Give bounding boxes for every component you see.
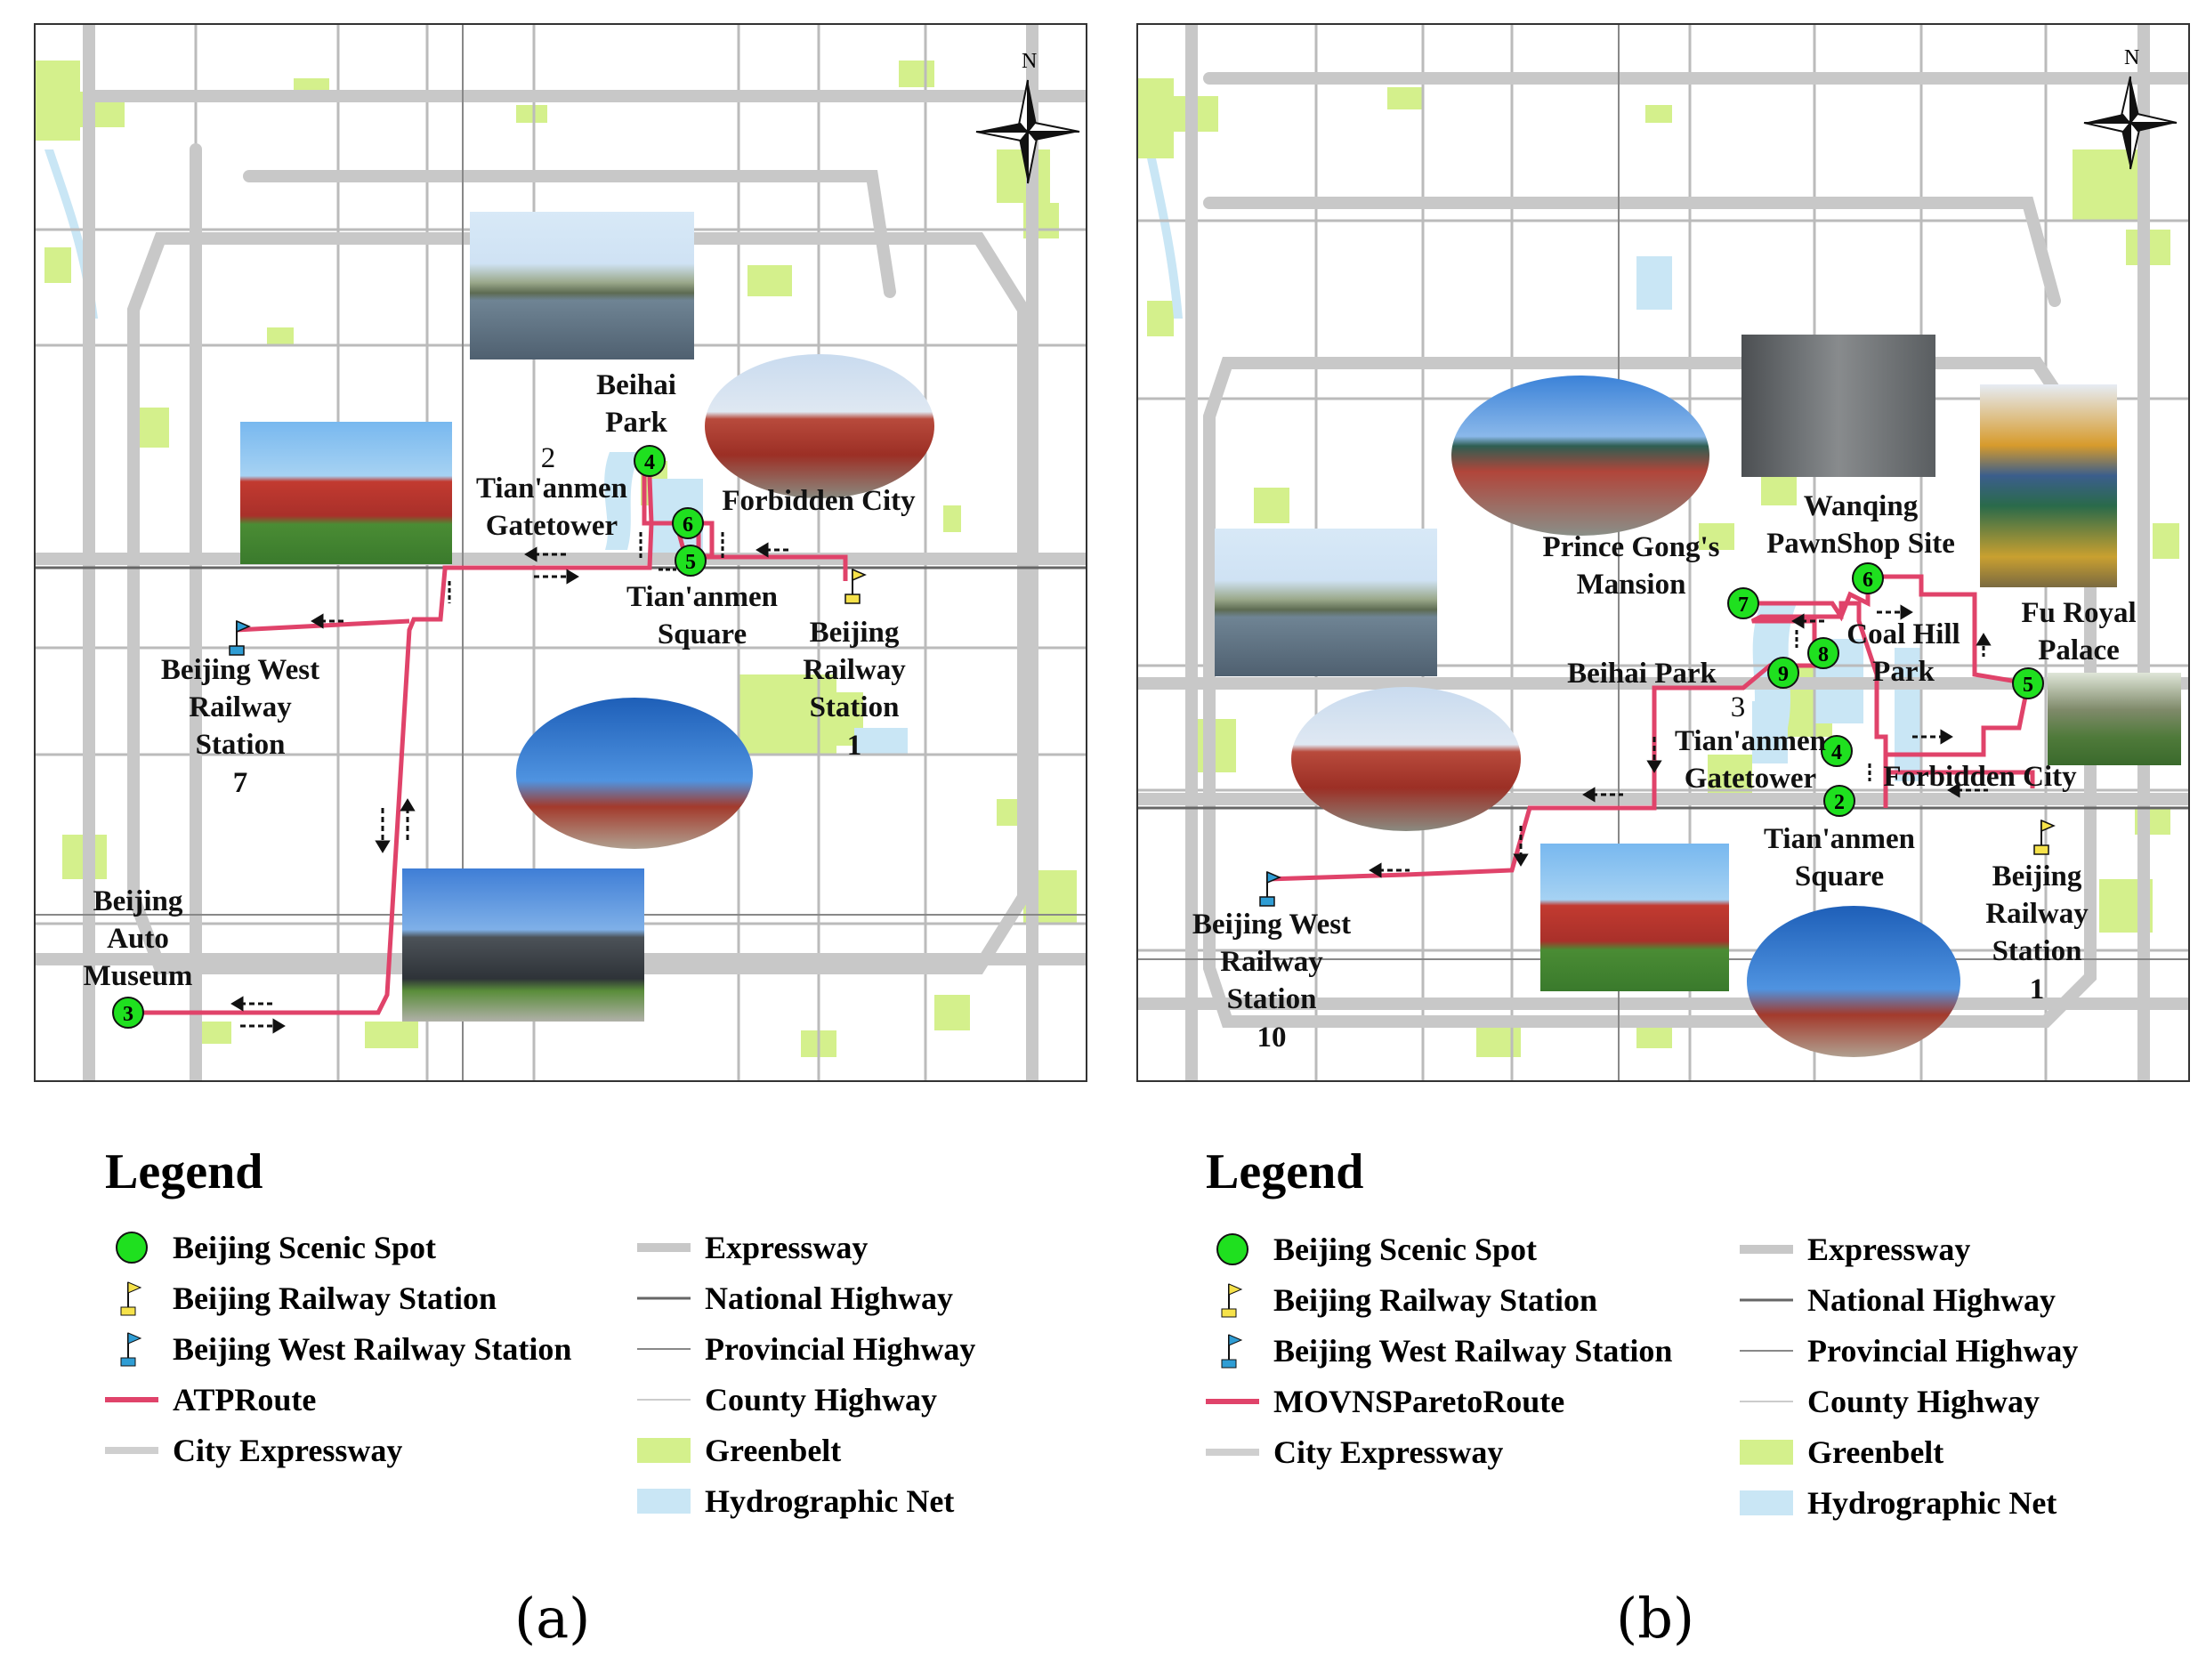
provincial-highway-icon xyxy=(637,1348,691,1350)
scenic-spot-numbers: 4 6 5 3 xyxy=(123,451,696,1026)
city-expressway-icon xyxy=(1206,1449,1259,1456)
fu-royal-palace-garden-photo xyxy=(2048,673,2181,765)
national-highway-icon xyxy=(637,1296,691,1300)
legend-a: Legend Beijing Scenic Spot Beijing Railw… xyxy=(105,1144,976,1519)
spot-num-6: 6 xyxy=(1863,569,1873,592)
west-railway-flag-icon xyxy=(1221,1334,1243,1369)
spot-num-5: 5 xyxy=(685,551,696,574)
caption-a: (a) xyxy=(514,1586,591,1651)
railway-flag-icon xyxy=(1221,1283,1243,1318)
label-beijing-railway-station: Beijing Railway Station 1 xyxy=(1985,860,2089,1006)
spot-num-5: 5 xyxy=(2023,674,2033,697)
label-forbidden-city: Forbidden City xyxy=(722,485,916,517)
label-beijing-west-railway-station: Beijing West Railway Station 10 xyxy=(1192,909,1352,1054)
north-label: N xyxy=(1022,50,1037,73)
north-label: N xyxy=(2124,46,2139,69)
railway-station-flag-icon xyxy=(844,568,867,604)
greenbelt-swatch-icon xyxy=(1740,1440,1793,1465)
county-highway-icon xyxy=(1740,1401,1793,1402)
route-line-icon xyxy=(105,1397,158,1402)
beihai-photo xyxy=(1215,529,1437,676)
prince-gong-mansion-photo xyxy=(1451,376,1709,536)
west-railway-station-flag-icon xyxy=(229,619,251,656)
gatetower-photo xyxy=(240,422,452,564)
gatetower-photo xyxy=(1540,844,1729,991)
label-coal-hill-park: Coal Hill Park xyxy=(1846,618,1960,689)
label-beijing-west-railway-station: Beijing West Railway Station 7 xyxy=(160,654,320,799)
expressway-icon xyxy=(1740,1245,1793,1254)
label-prince-gong-mansion: Prince Gong's Mansion xyxy=(1542,531,1720,602)
tiananmen-square-photo xyxy=(1747,906,1960,1057)
spot-num-2: 2 xyxy=(1834,791,1845,814)
label-beihai-park: Beihai Park xyxy=(1567,658,1717,690)
spot-num-7: 7 xyxy=(1738,594,1749,617)
scenic-spot-icon xyxy=(1216,1233,1248,1265)
spot-num-9: 9 xyxy=(1778,663,1789,686)
spot-num-4: 4 xyxy=(1831,741,1842,764)
label-gatetower-num: 3 xyxy=(1730,691,1746,723)
beihai-photo xyxy=(470,212,694,359)
movns-pareto-route-north xyxy=(1743,574,2031,808)
label-beijing-auto-museum: Beijing Auto Museum xyxy=(83,885,193,993)
legend-title: Legend xyxy=(105,1144,263,1199)
label-fu-royal-palace: Fu Royal Palace xyxy=(2021,597,2137,667)
label-forbidden-city: Forbidden City xyxy=(1883,761,2077,793)
map-panel-a: N 4 6 5 3 Beihai Park xyxy=(34,23,1087,1082)
scenic-spot-numbers: 7 6 8 9 5 4 2 xyxy=(1738,569,2033,814)
county-highway-icon xyxy=(637,1399,691,1401)
wanqing-pawnshop-photo xyxy=(1741,335,1935,477)
railway-station-flag-icon xyxy=(2033,819,2056,855)
label-tiananmen-gatetower: Tian'anmen Gatetower xyxy=(1675,725,1826,796)
spot-num-3: 3 xyxy=(123,1003,133,1026)
caption-b: (b) xyxy=(1616,1586,1695,1651)
direction-arrows xyxy=(230,532,792,1034)
provincial-highway-icon xyxy=(1740,1350,1793,1352)
label-beihai-park: Beihai Park xyxy=(596,369,676,440)
legend-title: Legend xyxy=(1206,1144,1364,1199)
national-highway-icon xyxy=(1740,1298,1793,1302)
scenic-spot-markers xyxy=(1727,562,2044,817)
expressway-icon xyxy=(637,1243,691,1252)
spot-num-6: 6 xyxy=(683,513,693,537)
label-tiananmen-square: Tian'anmen Square xyxy=(1764,823,1915,893)
greenbelt-swatch-icon xyxy=(637,1438,691,1463)
label-tiananmen-square: Tian'anmen Square xyxy=(626,581,778,651)
fu-royal-palace-photo xyxy=(1980,384,2117,587)
route-line-icon xyxy=(1206,1399,1259,1404)
forbidden-city-photo xyxy=(1291,687,1521,831)
map-panel-b: N 7 6 8 9 5 4 2 xyxy=(1136,23,2190,1082)
label-wanqing-pawnshop-site: Wanqing PawnShop Site xyxy=(1766,490,1955,561)
legend-b: Legend Beijing Scenic Spot Beijing Railw… xyxy=(1206,1144,2079,1521)
city-expressway-icon xyxy=(105,1447,158,1454)
railway-flag-icon xyxy=(120,1281,142,1316)
label-gatetower-num: 2 xyxy=(540,442,556,474)
label-tiananmen-gatetower: Tian'anmen Gatetower xyxy=(476,472,627,543)
direction-arrows xyxy=(1369,604,1992,878)
scenic-spot-markers xyxy=(112,445,707,1029)
label-beijing-railway-station: Beijing Railway Station 1 xyxy=(803,617,906,762)
spot-num-8: 8 xyxy=(1818,643,1829,666)
map-canvas-a: N 4 6 5 3 xyxy=(36,25,1086,1080)
scenic-spot-icon xyxy=(116,1232,148,1264)
water-swatch-icon xyxy=(1740,1490,1793,1515)
auto-museum-photo xyxy=(402,868,644,1022)
north-arrow xyxy=(2083,76,2178,170)
expressway-layer xyxy=(36,25,1086,1080)
tiananmen-square-photo xyxy=(516,698,753,849)
water-swatch-icon xyxy=(637,1489,691,1514)
spot-num-4: 4 xyxy=(644,451,655,474)
west-railway-flag-icon xyxy=(120,1332,142,1367)
forbidden-city-photo xyxy=(705,354,934,498)
north-arrow xyxy=(975,79,1080,184)
map-canvas-b: N 7 6 8 9 5 4 2 xyxy=(1138,25,2188,1080)
west-railway-station-flag-icon xyxy=(1259,870,1281,907)
